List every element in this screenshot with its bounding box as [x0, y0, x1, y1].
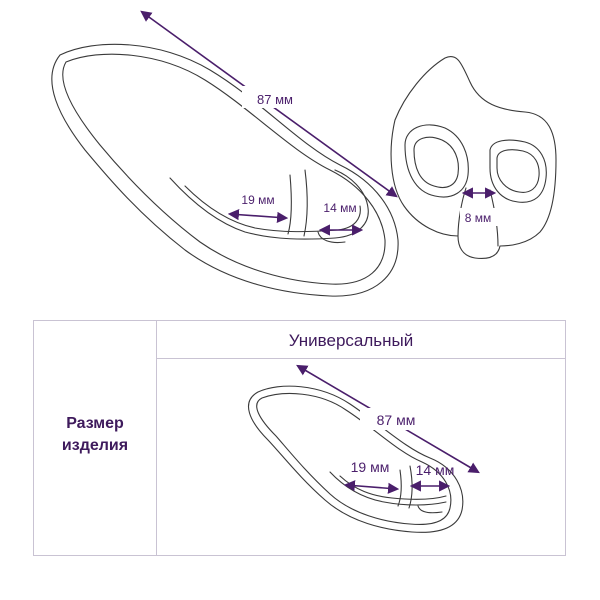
heel-width-label-bottom: 19 мм	[351, 459, 390, 475]
toe-width-label-bottom: 14 мм	[416, 462, 455, 478]
length-label-bottom-bg	[360, 408, 428, 430]
heel-width-arrow-bottom	[343, 480, 400, 494]
insole-large	[51, 43, 399, 297]
bridge-width-label: 8 мм	[465, 211, 492, 225]
length-label-bg	[242, 86, 304, 108]
row-label-line2: изделия	[62, 437, 128, 454]
size-table	[33, 320, 566, 556]
length-label-top: 87 мм	[257, 92, 293, 107]
table-border	[33, 320, 566, 556]
table-header: Универсальный	[289, 331, 414, 350]
toe-ring	[390, 56, 557, 260]
length-label-bottom: 87 мм	[377, 412, 416, 428]
heel-width-arrow-top	[227, 209, 289, 223]
heel-width-label-top: 19 мм	[241, 193, 274, 207]
toe-width-label-top: 14 мм	[323, 201, 356, 215]
bridge-label-bg	[460, 208, 498, 226]
row-label-line1: Размер	[66, 415, 124, 432]
